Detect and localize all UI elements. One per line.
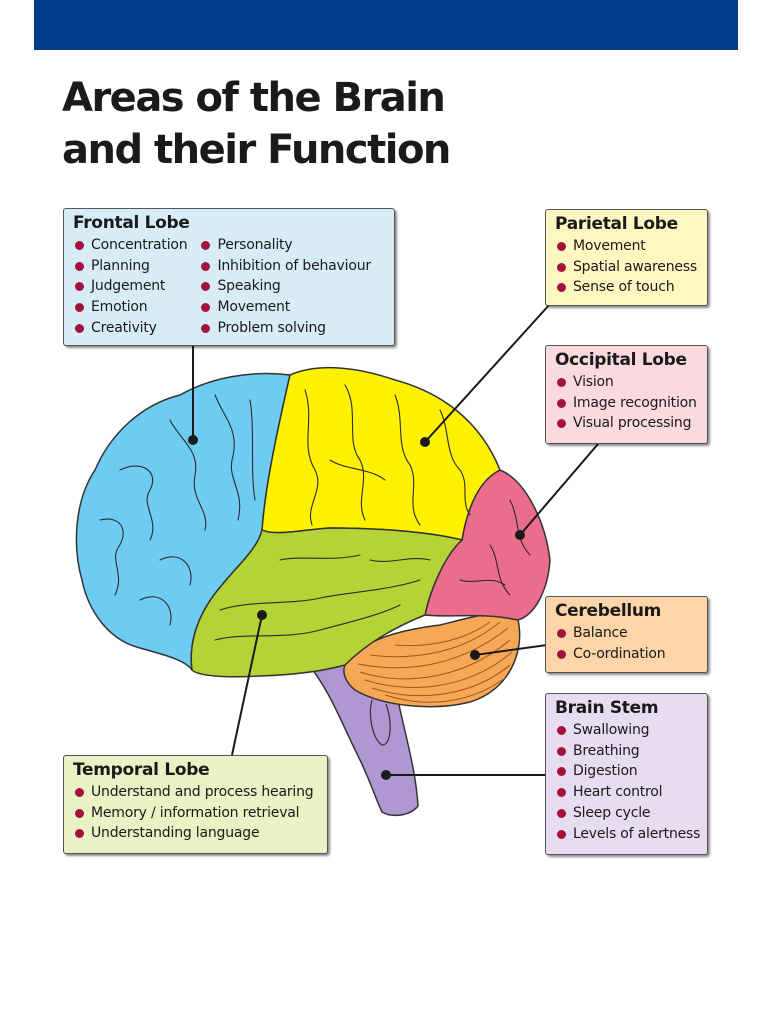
parietal-lobe-item: Movement bbox=[555, 236, 699, 257]
parietal-lobe-box: Parietal Lobe Movement Spatial awareness… bbox=[545, 209, 708, 306]
brain-stem-item: Levels of alertness bbox=[555, 824, 700, 845]
frontal-lobe-item: Planning bbox=[73, 256, 187, 277]
frontal-lobe-item: Creativity bbox=[73, 318, 187, 339]
cerebellum-region bbox=[343, 611, 521, 708]
occipital-lobe-item: Vision bbox=[555, 372, 699, 393]
parietal-lobe-list: Movement Spatial awareness Sense of touc… bbox=[555, 236, 699, 298]
frontal-lobe-item: Inhibition of behaviour bbox=[199, 256, 371, 277]
cerebellum-heading: Cerebellum bbox=[555, 601, 662, 621]
occipital-lobe-list: Vision Image recognition Visual processi… bbox=[555, 372, 699, 434]
occipital-lobe-item: Visual processing bbox=[555, 413, 699, 434]
brain-stem-item: Breathing bbox=[555, 741, 699, 762]
page-title: Areas of the Brain and their Function bbox=[62, 72, 451, 176]
occipital-lobe-item: Image recognition bbox=[555, 393, 699, 414]
frontal-lobe-item: Speaking bbox=[199, 276, 370, 297]
parietal-lobe-heading: Parietal Lobe bbox=[555, 214, 678, 234]
cerebellum-item: Co-ordination bbox=[555, 644, 699, 665]
temporal-lobe-item: Understanding language bbox=[73, 823, 319, 844]
frontal-lobe-item: Judgement bbox=[73, 276, 187, 297]
occipital-lobe-heading: Occipital Lobe bbox=[555, 350, 687, 370]
cerebellum-list: Balance Co-ordination bbox=[555, 623, 699, 664]
frontal-lobe-item: Problem solving bbox=[199, 318, 370, 339]
title-line-2: and their Function bbox=[62, 127, 451, 173]
frontal-lobe-list-col1: Concentration Planning Judgement Emotion… bbox=[73, 235, 188, 339]
temporal-lobe-region bbox=[190, 527, 464, 678]
temporal-lobe-list: Understand and process hearing Memory / … bbox=[73, 782, 319, 844]
cerebellum-item: Balance bbox=[555, 623, 699, 644]
temporal-lobe-item: Understand and process hearing bbox=[73, 782, 319, 803]
header-bar bbox=[34, 0, 738, 50]
brain-stem-item: Sleep cycle bbox=[555, 803, 699, 824]
frontal-lobe-item: Concentration bbox=[73, 235, 188, 256]
parietal-lobe-region bbox=[261, 366, 501, 541]
occipital-lobe-region bbox=[424, 469, 551, 621]
frontal-lobe-list-col2: Personality Inhibition of behaviour Spea… bbox=[199, 235, 371, 339]
brain-stem-item: Digestion bbox=[555, 761, 699, 782]
temporal-lobe-heading: Temporal Lobe bbox=[73, 760, 210, 780]
frontal-lobe-item: Emotion bbox=[73, 297, 187, 318]
occipital-lobe-box: Occipital Lobe Vision Image recognition … bbox=[545, 345, 708, 444]
frontal-lobe-heading: Frontal Lobe bbox=[73, 213, 190, 233]
temporal-lobe-item: Memory / information retrieval bbox=[73, 803, 319, 824]
temporal-lobe-box: Temporal Lobe Understand and process hea… bbox=[63, 755, 328, 854]
parietal-lobe-item: Spatial awareness bbox=[555, 257, 699, 278]
brain-stem-item: Swallowing bbox=[555, 720, 699, 741]
parietal-lobe-item: Sense of touch bbox=[555, 277, 699, 298]
frontal-lobe-box: Frontal Lobe Concentration Planning Judg… bbox=[63, 208, 395, 346]
frontal-lobe-item: Movement bbox=[199, 297, 370, 318]
frontal-lobe-item: Personality bbox=[199, 235, 370, 256]
brain-stem-item: Heart control bbox=[555, 782, 699, 803]
brain-stem-list: Swallowing Breathing Digestion Heart con… bbox=[555, 720, 700, 845]
brain-stem-box: Brain Stem Swallowing Breathing Digestio… bbox=[545, 693, 708, 855]
cerebellum-box: Cerebellum Balance Co-ordination bbox=[545, 596, 708, 673]
title-line-1: Areas of the Brain bbox=[62, 75, 446, 121]
brain-stem-heading: Brain Stem bbox=[555, 698, 659, 718]
